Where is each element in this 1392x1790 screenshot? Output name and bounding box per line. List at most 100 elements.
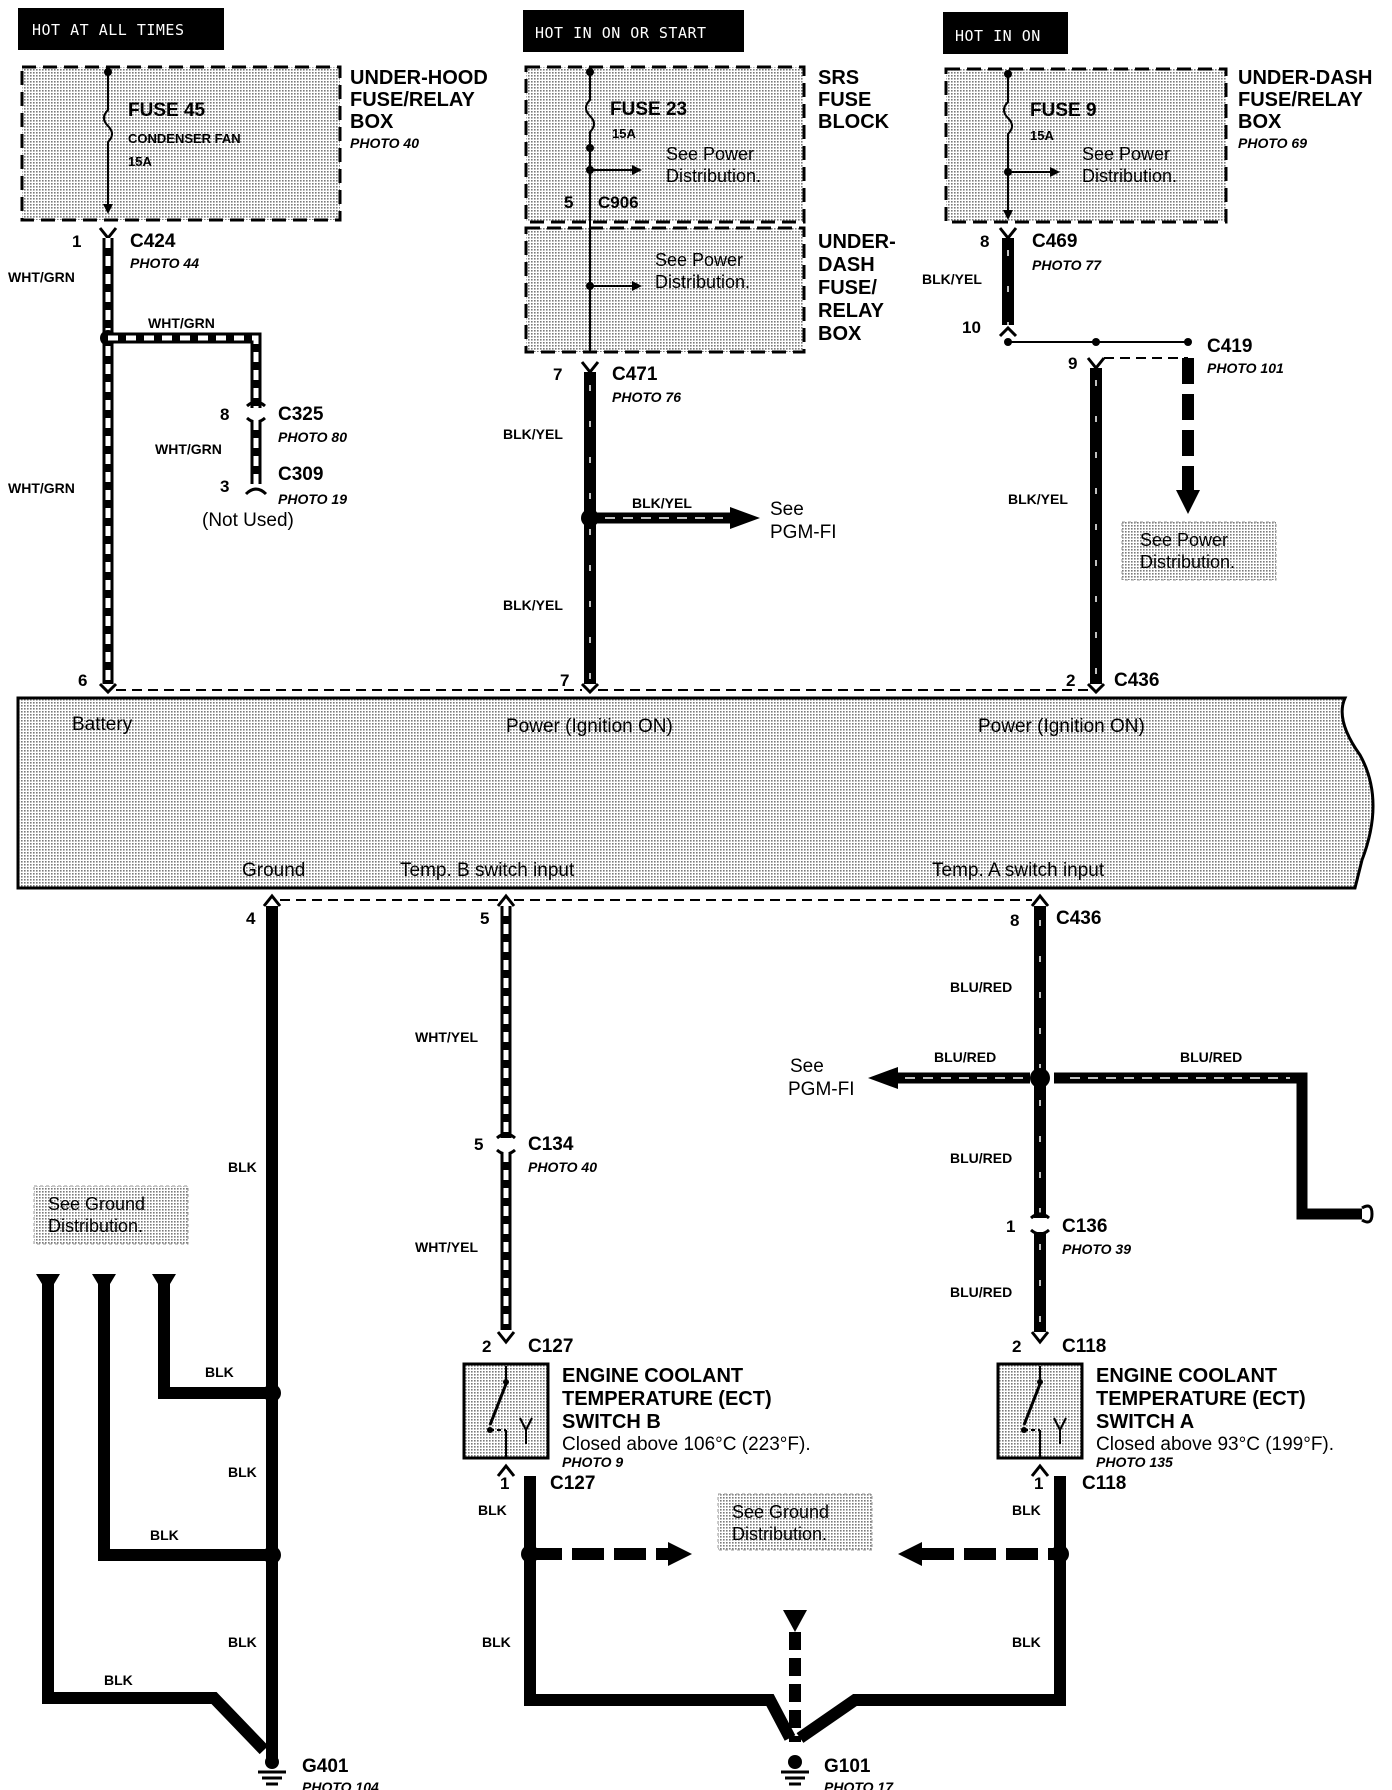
- svg-text:5: 5: [474, 1135, 483, 1154]
- svg-text:BLK: BLK: [104, 1672, 133, 1688]
- svg-text:C127: C127: [550, 1473, 595, 1494]
- svg-text:PHOTO 104: PHOTO 104: [302, 1779, 379, 1790]
- ect-switch-a: [996, 1362, 1084, 1460]
- svg-text:BLK: BLK: [228, 1464, 257, 1480]
- svg-text:UNDER-HOOD: UNDER-HOOD: [350, 67, 488, 89]
- header-hot-in-on-or-start: HOT IN ON OR START: [523, 10, 744, 52]
- svg-text:4: 4: [246, 909, 256, 928]
- svg-text:See: See: [770, 499, 804, 520]
- svg-text:C436: C436: [1056, 908, 1101, 929]
- svg-text:Distribution.: Distribution.: [48, 1216, 143, 1236]
- svg-text:Distribution.: Distribution.: [1082, 166, 1177, 186]
- svg-text:C136: C136: [1062, 1216, 1107, 1237]
- svg-text:WHT/GRN: WHT/GRN: [148, 315, 215, 331]
- svg-text:PHOTO 76: PHOTO 76: [612, 389, 681, 405]
- svg-text:6: 6: [78, 671, 87, 690]
- svg-text:BLK/YEL: BLK/YEL: [503, 426, 563, 442]
- svg-text:PHOTO 17: PHOTO 17: [824, 1779, 894, 1790]
- svg-text:PHOTO 19: PHOTO 19: [278, 491, 347, 507]
- svg-text:See Ground: See Ground: [48, 1194, 145, 1214]
- svg-text:BLK: BLK: [478, 1502, 507, 1518]
- blk-ground-circuit-g401: [36, 906, 286, 1786]
- blk-ground-circuit-g101: [496, 1463, 1069, 1786]
- see-ground-distribution-left: See Ground Distribution.: [33, 1185, 189, 1245]
- module-power2-label: Power (Ignition ON): [978, 716, 1145, 737]
- svg-text:Closed above 93°C (199°F).: Closed above 93°C (199°F).: [1096, 1434, 1334, 1455]
- svg-text:PHOTO 44: PHOTO 44: [130, 255, 199, 271]
- svg-text:BLU/RED: BLU/RED: [934, 1049, 996, 1065]
- svg-text:ENGINE COOLANT: ENGINE COOLANT: [562, 1365, 743, 1387]
- srs-fuse-block: FUSE 23 15A See Power Distribution. 5 C9…: [524, 65, 806, 224]
- svg-text:C469: C469: [1032, 231, 1077, 252]
- module-temp-a-label: Temp. A switch input: [932, 860, 1105, 881]
- svg-text:PHOTO 9: PHOTO 9: [562, 1454, 623, 1470]
- svg-text:DASH: DASH: [818, 254, 875, 276]
- module-battery-label: Battery: [72, 714, 133, 735]
- svg-text:PHOTO 101: PHOTO 101: [1207, 360, 1284, 376]
- svg-text:15A: 15A: [1030, 128, 1054, 143]
- svg-text:ENGINE COOLANT: ENGINE COOLANT: [1096, 1365, 1277, 1387]
- svg-text:8: 8: [220, 405, 229, 424]
- svg-text:See Power: See Power: [1082, 144, 1170, 164]
- svg-text:BLK/YEL: BLK/YEL: [922, 271, 982, 287]
- svg-text:C309: C309: [278, 464, 323, 485]
- svg-text:See Power: See Power: [666, 144, 754, 164]
- see-power-distribution-note: See Power Distribution.: [1121, 521, 1277, 581]
- svg-text:SWITCH B: SWITCH B: [562, 1411, 661, 1433]
- svg-text:C127: C127: [528, 1336, 573, 1357]
- svg-text:FUSE/RELAY: FUSE/RELAY: [350, 89, 476, 111]
- svg-text:HOT IN ON: HOT IN ON: [955, 27, 1041, 45]
- svg-text:G401: G401: [302, 1756, 349, 1777]
- svg-text:Distribution.: Distribution.: [666, 166, 761, 186]
- fuse-45-label: FUSE 45: [128, 100, 206, 121]
- svg-text:7: 7: [560, 671, 569, 690]
- svg-text:1: 1: [72, 232, 81, 251]
- svg-text:See Power: See Power: [1140, 530, 1228, 550]
- svg-text:10: 10: [962, 318, 981, 337]
- svg-text:C325: C325: [278, 404, 324, 425]
- svg-text:5: 5: [480, 909, 489, 928]
- svg-text:1: 1: [1034, 1474, 1043, 1493]
- svg-text:BLK: BLK: [228, 1634, 257, 1650]
- svg-text:G101: G101: [824, 1756, 871, 1777]
- svg-text:C471: C471: [612, 364, 658, 385]
- svg-text:HOT IN ON OR START: HOT IN ON OR START: [535, 24, 707, 42]
- svg-text:WHT/GRN: WHT/GRN: [8, 480, 75, 496]
- svg-text:Distribution.: Distribution.: [1140, 552, 1235, 572]
- svg-text:C424: C424: [130, 231, 176, 252]
- svg-text:(Not Used): (Not Used): [202, 510, 294, 531]
- svg-text:BLOCK: BLOCK: [818, 111, 890, 133]
- underdash-mid-box: See Power Distribution.: [524, 222, 806, 354]
- svg-text:8: 8: [1010, 911, 1019, 930]
- svg-text:BLK/YEL: BLK/YEL: [503, 597, 563, 613]
- blk-yel-mid-circuit: [580, 361, 760, 684]
- svg-text:PHOTO 40: PHOTO 40: [350, 135, 419, 151]
- svg-text:BLK: BLK: [482, 1634, 511, 1650]
- svg-text:WHT/GRN: WHT/GRN: [8, 269, 75, 285]
- svg-text:1: 1: [500, 1474, 509, 1493]
- ect-switch-b: [462, 1362, 550, 1460]
- underdash-right-box: FUSE 9 15A See Power Distribution.: [944, 67, 1228, 224]
- svg-text:PHOTO 135: PHOTO 135: [1096, 1454, 1173, 1470]
- svg-text:BLK: BLK: [150, 1527, 179, 1543]
- svg-text:2: 2: [1066, 671, 1075, 690]
- svg-text:C906: C906: [598, 193, 639, 212]
- svg-text:BOX: BOX: [1238, 111, 1282, 133]
- svg-text:C436: C436: [1114, 670, 1159, 691]
- svg-text:PHOTO 69: PHOTO 69: [1238, 135, 1307, 151]
- underhood-fuse-box: FUSE 45 CONDENSER FAN 15A: [20, 65, 342, 222]
- svg-text:UNDER-DASH: UNDER-DASH: [1238, 67, 1372, 89]
- svg-text:SRS: SRS: [818, 67, 859, 89]
- svg-text:BLK: BLK: [1012, 1634, 1041, 1650]
- svg-text:BLK/YEL: BLK/YEL: [1008, 491, 1068, 507]
- svg-text:SWITCH A: SWITCH A: [1096, 1411, 1194, 1433]
- svg-text:Distribution.: Distribution.: [655, 272, 750, 292]
- svg-text:15A: 15A: [128, 154, 152, 169]
- see-ground-distribution-mid: See Ground Distribution.: [717, 1493, 873, 1551]
- svg-text:TEMPERATURE (ECT): TEMPERATURE (ECT): [562, 1388, 772, 1410]
- svg-text:2: 2: [482, 1337, 491, 1356]
- svg-text:PGM-FI: PGM-FI: [788, 1079, 855, 1100]
- svg-text:WHT/YEL: WHT/YEL: [415, 1029, 478, 1045]
